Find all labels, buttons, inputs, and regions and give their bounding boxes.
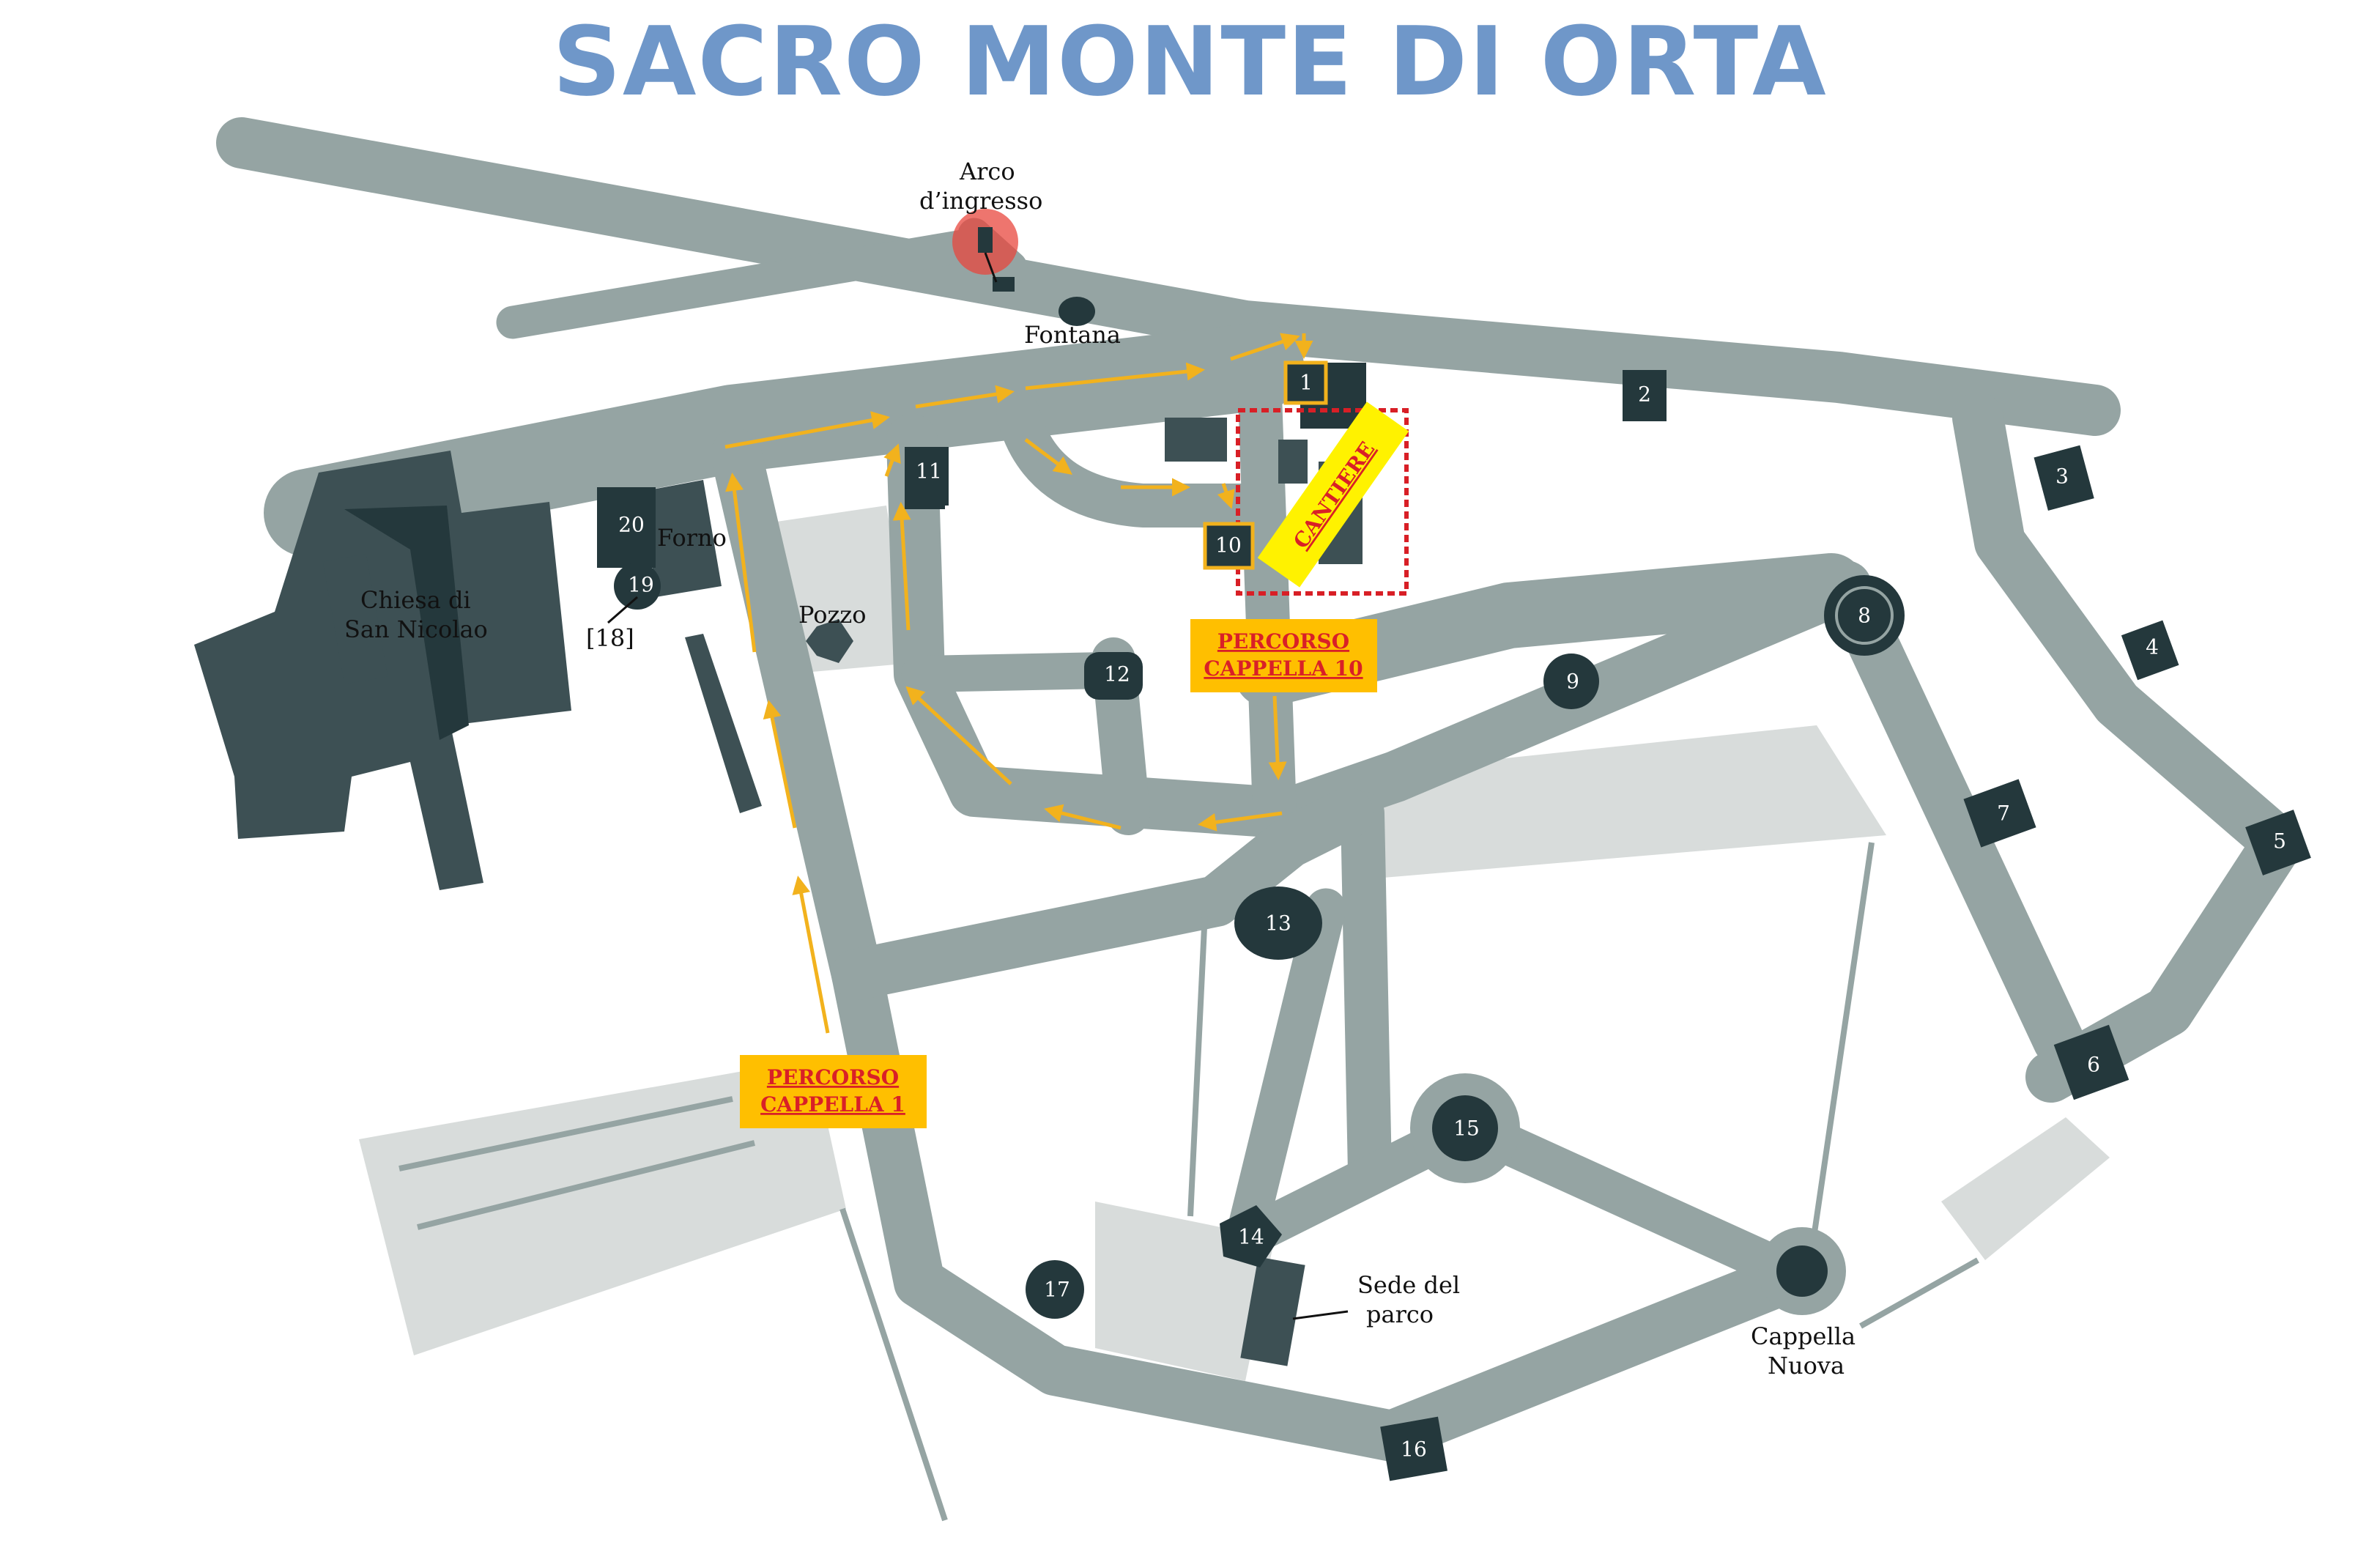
chapel-2: 2 — [1623, 370, 1667, 421]
svg-text:17: 17 — [1044, 1278, 1070, 1302]
chapel-nuova — [1758, 1227, 1846, 1315]
chapel-20: 20 — [618, 513, 645, 537]
svg-text:20: 20 — [618, 513, 645, 537]
label-sede-line1: Sede del — [1357, 1271, 1460, 1299]
svg-text:CAPPELLA 1: CAPPELLA 1 — [760, 1092, 905, 1117]
label-fontana: Fontana — [1024, 321, 1121, 349]
svg-text:3: 3 — [2055, 464, 2069, 489]
svg-text:8: 8 — [1858, 604, 1871, 628]
label-arco-line2: d’ingresso — [919, 187, 1042, 215]
chapel-5: 5 — [2245, 810, 2311, 876]
chapel-17: 17 — [1026, 1260, 1084, 1319]
svg-text:19: 19 — [628, 573, 654, 597]
svg-text:16: 16 — [1401, 1437, 1427, 1462]
svg-text:5: 5 — [2273, 829, 2286, 854]
fontana-marker — [993, 277, 1095, 326]
svg-text:1: 1 — [1300, 371, 1313, 395]
svg-text:4: 4 — [2146, 635, 2159, 659]
chapel-1: 1 — [1283, 360, 1328, 405]
chapel-markers: 1 2 3 4 5 6 7 8 9 10 11 12 13 14 15 16 1… — [614, 360, 2311, 1481]
route-arrows — [724, 333, 1313, 1034]
svg-text:CAPPELLA 10: CAPPELLA 10 — [1204, 656, 1363, 681]
svg-text:13: 13 — [1265, 911, 1291, 936]
chapel-10: 10 — [1203, 522, 1255, 570]
label-pozzo: Pozzo — [798, 601, 866, 629]
label-sede-line2: parco — [1366, 1300, 1434, 1328]
chapel-12: 12 — [1084, 652, 1143, 700]
svg-text:PERCORSO: PERCORSO — [1217, 629, 1349, 654]
svg-text:6: 6 — [2087, 1053, 2100, 1077]
label-18: [18] — [586, 624, 634, 652]
pozzo-marker — [806, 619, 853, 663]
chapel-13: 13 — [1234, 886, 1322, 960]
label-arco-line1: Arco — [959, 158, 1015, 185]
road-lines — [398, 842, 1979, 1522]
svg-text:15: 15 — [1453, 1117, 1480, 1141]
chapel-15: 15 — [1410, 1073, 1520, 1183]
chapel-6: 6 — [2053, 1024, 2129, 1100]
label-forno: Forno — [657, 524, 727, 552]
leader-lines — [607, 252, 1349, 1320]
place-labels: Arco d’ingresso Fontana Chiesa di San Ni… — [344, 158, 1856, 1380]
svg-text:2: 2 — [1638, 382, 1651, 407]
label-cappella-nuova-line1: Cappella — [1751, 1322, 1856, 1350]
svg-text:7: 7 — [1997, 802, 2010, 826]
chapel-16: 16 — [1380, 1416, 1447, 1481]
map-title: SACRO MONTE DI ORTA — [552, 6, 1828, 117]
svg-text:10: 10 — [1215, 533, 1242, 558]
chapel-11: 11 — [908, 447, 949, 506]
chapel-14: 14 — [1220, 1205, 1282, 1267]
chapel-19: 19 — [614, 563, 661, 610]
chapel-4: 4 — [2121, 620, 2179, 681]
svg-text:PERCORSO: PERCORSO — [767, 1065, 899, 1089]
svg-text:11: 11 — [916, 459, 942, 484]
label-cappella-nuova-line2: Nuova — [1768, 1352, 1845, 1380]
svg-text:9: 9 — [1566, 670, 1579, 694]
svg-text:12: 12 — [1104, 662, 1130, 686]
label-percorso-1: PERCORSO CAPPELLA 1 — [740, 1055, 927, 1128]
chapel-9: 9 — [1543, 654, 1599, 709]
chapel-7: 7 — [1963, 779, 2036, 848]
label-chiesa-line2: San Nicolao — [344, 615, 488, 643]
label-chiesa-line1: Chiesa di — [360, 586, 471, 614]
label-percorso-10: PERCORSO CAPPELLA 10 — [1190, 619, 1377, 692]
svg-text:14: 14 — [1238, 1225, 1264, 1249]
chapel-3: 3 — [2034, 445, 2094, 511]
chapel-8: 8 — [1824, 575, 1905, 656]
